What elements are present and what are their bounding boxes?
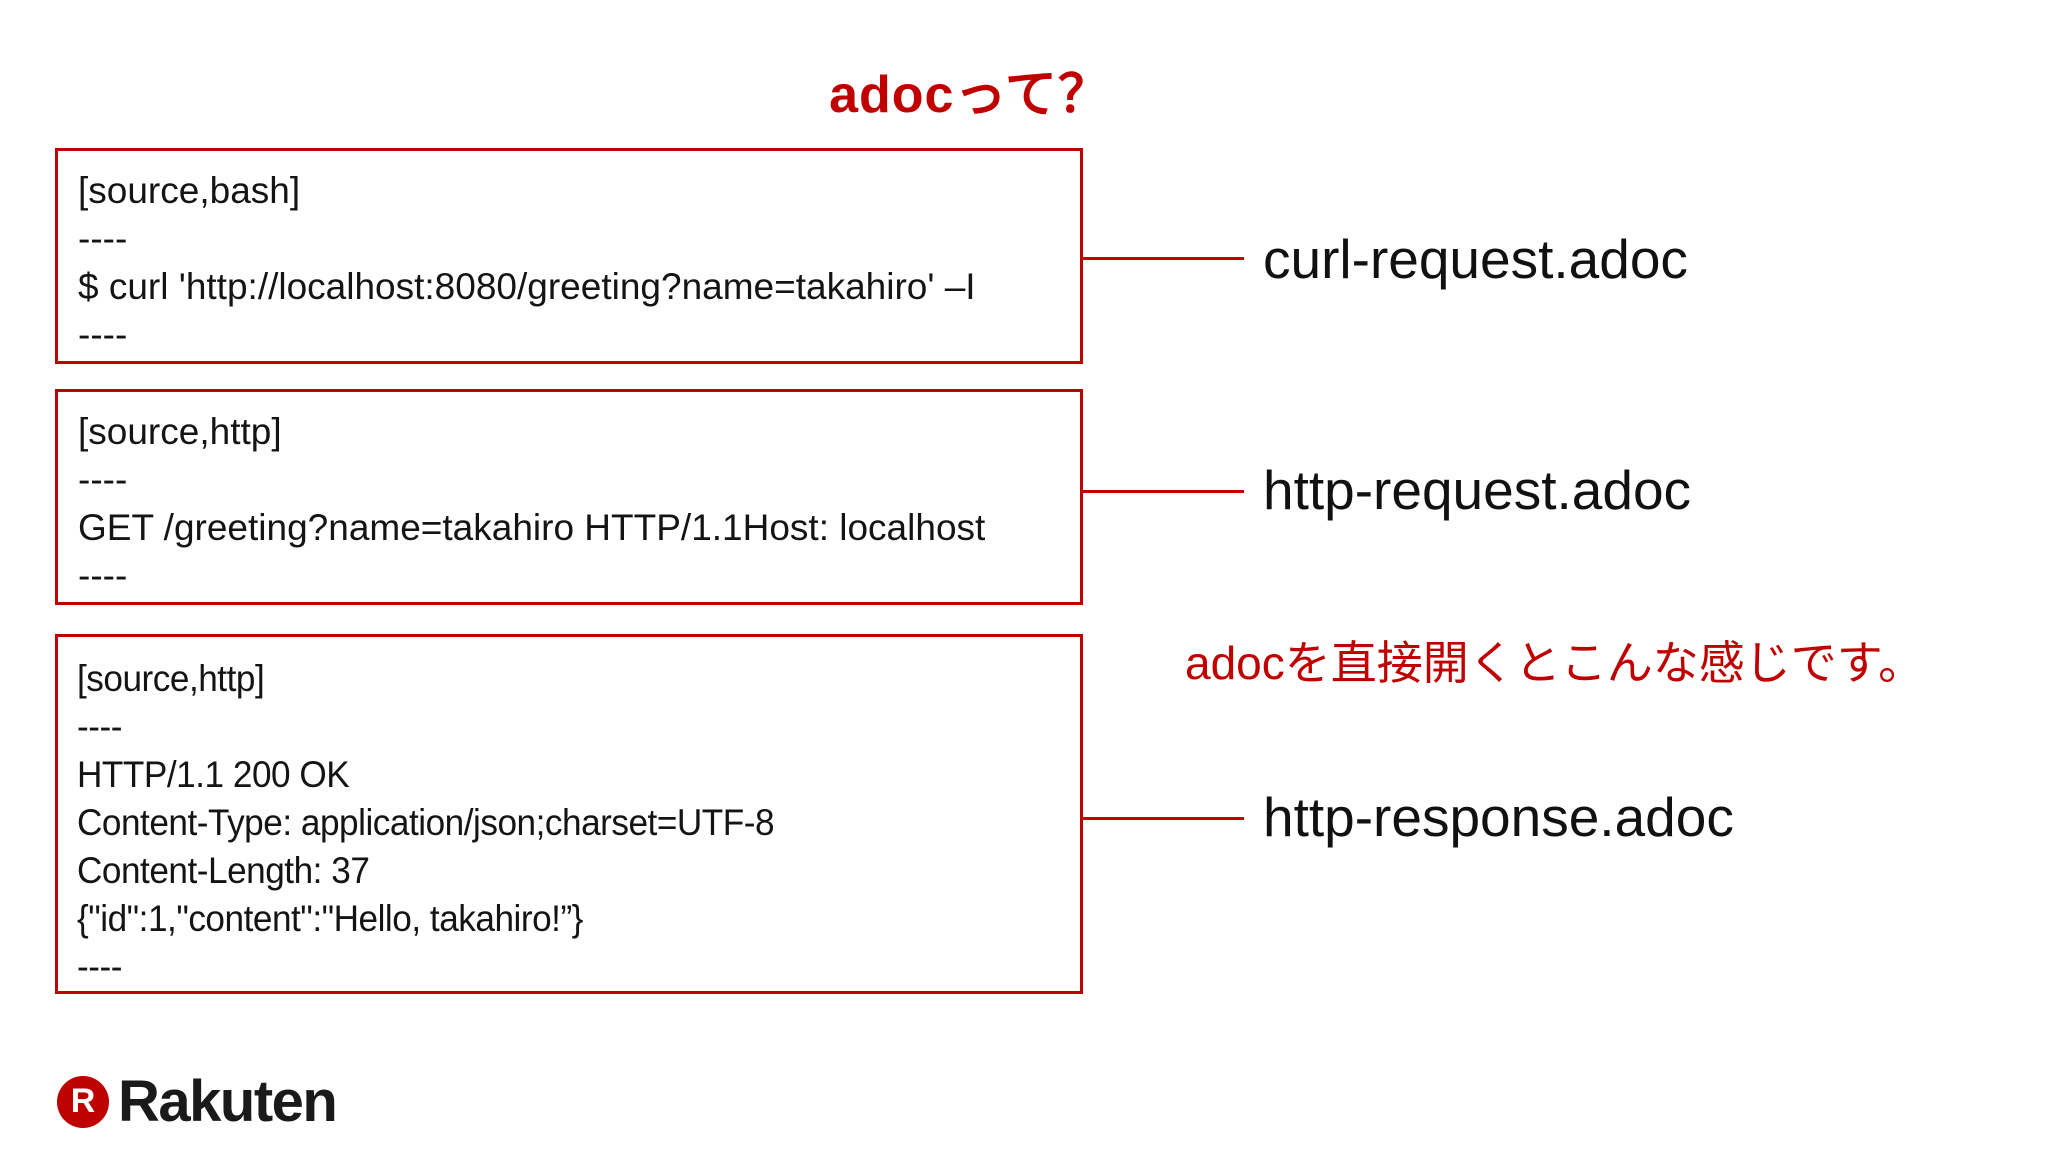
code-line: [source,http] xyxy=(77,658,265,699)
rakuten-logo: R Rakuten xyxy=(57,1068,338,1135)
annotation-text: adocを直接開くとこんな感じです。 xyxy=(1185,637,1925,689)
page-title: adocって？ xyxy=(829,66,1111,124)
code-line: $ curl 'http://localhost:8080/greeting?n… xyxy=(78,266,976,307)
code-line: ---- xyxy=(77,946,122,987)
code-line: HTTP/1.1 200 OK xyxy=(77,754,350,795)
code-line: [source,http] xyxy=(78,411,282,452)
code-line: {"id":1,"content":"Hello, takahiro!”} xyxy=(77,898,583,939)
file-label-http-request: http-request.adoc xyxy=(1263,459,1692,521)
code-line: ---- xyxy=(78,218,128,259)
code-line: ---- xyxy=(78,314,128,355)
code-line: ---- xyxy=(78,459,128,500)
code-line: Content-Length: 37 xyxy=(77,850,370,891)
rakuten-wordmark: Rakuten xyxy=(118,1069,338,1134)
code-block: [source,http] ---- GET /greeting?name=ta… xyxy=(58,392,1080,600)
file-label-curl-request: curl-request.adoc xyxy=(1263,228,1688,290)
code-box-http-response: [source,http] ---- HTTP/1.1 200 OK Conte… xyxy=(55,634,1083,994)
code-box-http-request: [source,http] ---- GET /greeting?name=ta… xyxy=(55,389,1083,605)
connector-line-http-response xyxy=(1082,817,1244,820)
code-line: Content-Type: application/json;charset=U… xyxy=(77,802,775,843)
code-line: [source,bash] xyxy=(78,170,301,211)
connector-line-http-request xyxy=(1082,490,1244,493)
file-label-http-response: http-response.adoc xyxy=(1263,786,1734,848)
code-line: GET /greeting?name=takahiro HTTP/1.1Host… xyxy=(78,507,986,548)
code-box-curl-request: [source,bash] ---- $ curl 'http://localh… xyxy=(55,148,1083,364)
connector-line-curl-request xyxy=(1082,257,1244,260)
code-line: ---- xyxy=(77,706,122,747)
code-block: [source,http] ---- HTTP/1.1 200 OK Conte… xyxy=(58,637,1029,991)
code-line: ---- xyxy=(78,555,128,596)
code-block: [source,bash] ---- $ curl 'http://localh… xyxy=(58,151,1080,359)
rakuten-logo-icon: R xyxy=(57,1075,109,1128)
